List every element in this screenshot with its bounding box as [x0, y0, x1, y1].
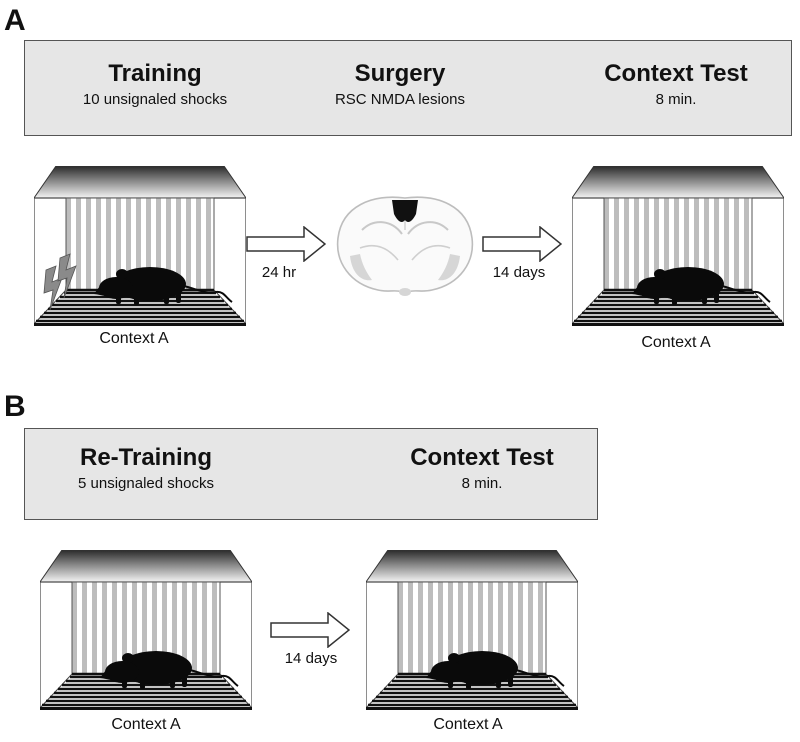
step-subtitle: 10 unsignaled shocks [82, 91, 228, 108]
step-surgery: Surgery RSC NMDA lesions [290, 60, 510, 110]
step-training: Training 10 unsignaled shocks [45, 60, 265, 110]
step-title: Surgery [354, 60, 446, 87]
step-subtitle: 8 min. [655, 91, 697, 108]
arrow-icon [482, 226, 562, 262]
step-context-test: Context Test 8 min. [566, 60, 786, 110]
interval-label: 14 days [492, 264, 546, 281]
brain-section-icon [336, 196, 474, 296]
step-title: Training [108, 60, 202, 87]
context-caption: Context A [99, 330, 169, 347]
step-re-training: Re-Training 5 unsignaled shocks [36, 444, 256, 494]
context-caption: Context A [433, 716, 503, 733]
panel-letter-a: A [4, 4, 26, 37]
panel-a-header-box [24, 40, 792, 136]
step-subtitle: 8 min. [461, 475, 503, 492]
step-context-test: Context Test 8 min. [372, 444, 592, 494]
context-caption: Context A [641, 334, 711, 351]
step-subtitle: RSC NMDA lesions [334, 91, 466, 108]
lightning-icon [43, 253, 77, 311]
arrow-icon [246, 226, 326, 262]
interval-label: 24 hr [261, 264, 297, 281]
re-training-chamber [40, 550, 252, 710]
context-test-chamber [366, 550, 578, 710]
context-test-chamber [572, 166, 784, 326]
step-title: Context Test [604, 60, 748, 87]
panel-letter-b: B [4, 390, 26, 423]
step-title: Re-Training [79, 444, 212, 471]
context-caption: Context A [111, 716, 181, 733]
panel-b-header-box [24, 428, 598, 520]
interval-label: 14 days [284, 650, 338, 667]
arrow-icon [270, 612, 350, 648]
training-chamber [34, 166, 246, 326]
step-subtitle: 5 unsignaled shocks [78, 475, 214, 492]
step-title: Context Test [410, 444, 554, 471]
